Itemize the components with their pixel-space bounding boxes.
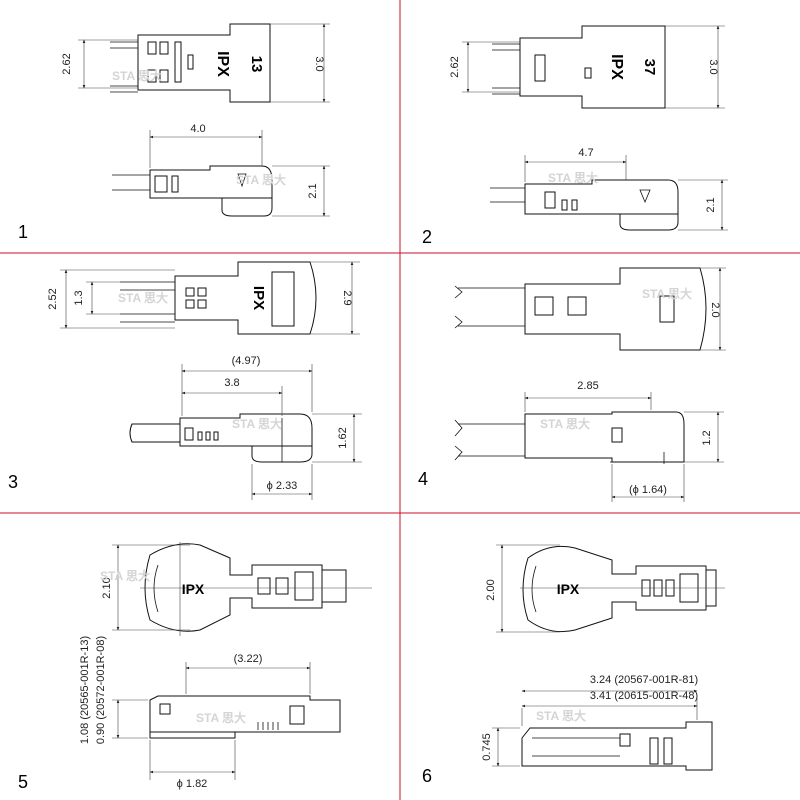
panel-2-dim-height: 2.1 [705, 197, 717, 212]
panel-6-top-view: IPX 2.00 [485, 544, 725, 633]
watermark: STA 思大 [118, 290, 168, 305]
panel-3: IPX 2.52 1.3 2.9 STA 思大 (4.97) 3.8 [8, 261, 362, 500]
watermark: STA 思大 [536, 708, 586, 723]
panel-5-top-view: IPX 2.10 STA 思大 [100, 542, 372, 636]
watermark: STA 思大 [112, 68, 162, 83]
panel-4-number: 4 [418, 469, 428, 489]
watermark: STA 思大 [642, 286, 692, 301]
panel-1-top-view: IPX 13 2.62 3.0 STA 思大 [61, 23, 330, 103]
panel-1-marking-main: IPX [214, 51, 231, 77]
panel-2-marking-code: 37 [641, 59, 658, 76]
panel-4-top-view: 2.0 STA 思大 [454, 267, 726, 351]
panel-5-marking-main: IPX [182, 581, 205, 597]
panel-6-dim-length-1: 3.24 (20567-001R-81) [590, 674, 698, 686]
panel-3-dim-length: 3.8 [224, 377, 239, 389]
watermark: STA 思大 [196, 710, 246, 725]
panel-5-dim-length: (3.22) [234, 653, 263, 665]
panel-2-side-view: 4.7 2.1 STA 思大 [490, 147, 728, 231]
panel-4-dim-length: 2.85 [577, 380, 598, 392]
panel-6-marking-main: IPX [557, 581, 580, 597]
panel-5-number: 5 [18, 772, 28, 792]
panel-2-dim-width-right: 3.0 [707, 59, 719, 74]
panel-3-dim-overall: (4.97) [232, 355, 261, 367]
panel-4-dim-diameter: (ϕ 1.64) [629, 484, 667, 496]
panel-6-dim-length-2: 3.41 (20615-001R-48) [590, 690, 698, 702]
panel-2-number: 2 [422, 227, 432, 247]
panel-1-marking-code: 13 [248, 56, 265, 73]
panel-1-side-view: 4.0 2.1 STA 思大 [112, 123, 330, 217]
panel-2-dim-length: 4.7 [578, 147, 593, 159]
panel-5-dim-height-2: 0.90 (20572-001R-08) [95, 636, 107, 744]
panel-1-number: 1 [18, 222, 28, 242]
watermark: STA 思大 [540, 416, 590, 431]
panel-6-number: 6 [422, 766, 432, 786]
panel-4-dim-width: 2.0 [709, 302, 721, 317]
panel-5-side-view: (3.22) 1.08 (20565-001R-13) 0.90 (20572-… [79, 636, 341, 790]
panel-1-dim-width-right: 3.0 [313, 56, 325, 71]
panel-3-top-view: IPX 2.52 1.3 2.9 STA 思大 [47, 261, 360, 335]
panel-1: IPX 13 2.62 3.0 STA 思大 4.0 2.1 STA 思大 1 [18, 23, 330, 242]
panel-1-dim-height: 2.1 [307, 183, 319, 198]
panel-5: IPX 2.10 STA 思大 (3.22) 1.08 (20565-001R-… [18, 542, 372, 792]
panel-2-marking-main: IPX [608, 54, 625, 80]
panel-5-dim-width: 2.10 [101, 577, 113, 598]
panel-5-dim-diameter: ϕ 1.82 [177, 778, 208, 790]
panel-4-side-view: 2.85 1.2 (ϕ 1.64) STA 思大 [454, 380, 724, 502]
panel-3-number: 3 [8, 472, 18, 492]
watermark: STA 思大 [232, 416, 282, 431]
panel-3-side-view: (4.97) 3.8 1.62 ϕ 2.33 STA 思大 [129, 355, 362, 500]
panel-3-dim-width-inner: 1.3 [73, 290, 85, 305]
panel-3-marking-main: IPX [250, 286, 267, 310]
panel-6-dim-height: 0.745 [481, 733, 493, 761]
panel-1-dim-length: 4.0 [190, 123, 205, 135]
watermark: STA 思大 [100, 568, 150, 583]
panel-4-dim-height: 1.2 [701, 430, 713, 445]
panel-2-top-view: IPX 37 2.62 3.0 [449, 25, 725, 109]
panel-3-dim-height: 1.62 [337, 427, 349, 448]
panel-4: 2.0 STA 思大 2.85 1.2 (ϕ 1.64) STA 思大 4 [418, 267, 726, 502]
panel-3-dim-width-left: 2.52 [47, 288, 59, 309]
panel-5-dim-height-1: 1.08 (20565-001R-13) [79, 636, 91, 744]
panel-3-dim-diameter: ϕ 2.33 [267, 480, 298, 492]
panel-6-side-view: 3.24 (20567-001R-81) 3.41 (20615-001R-48… [481, 674, 713, 771]
panel-3-dim-width-right: 2.9 [341, 290, 353, 305]
watermark: STA 思大 [236, 172, 286, 187]
panel-2: IPX 37 2.62 3.0 4.7 2.1 STA 思大 2 [422, 25, 728, 247]
panel-6-dim-width: 2.00 [485, 579, 497, 600]
panel-2-dim-width-left: 2.62 [449, 56, 461, 77]
panel-6: IPX 2.00 3.24 (20567-001R-81) 3.41 (2061… [422, 544, 725, 786]
watermark: STA 思大 [548, 170, 598, 185]
panel-1-dim-width-left: 2.62 [61, 53, 73, 74]
